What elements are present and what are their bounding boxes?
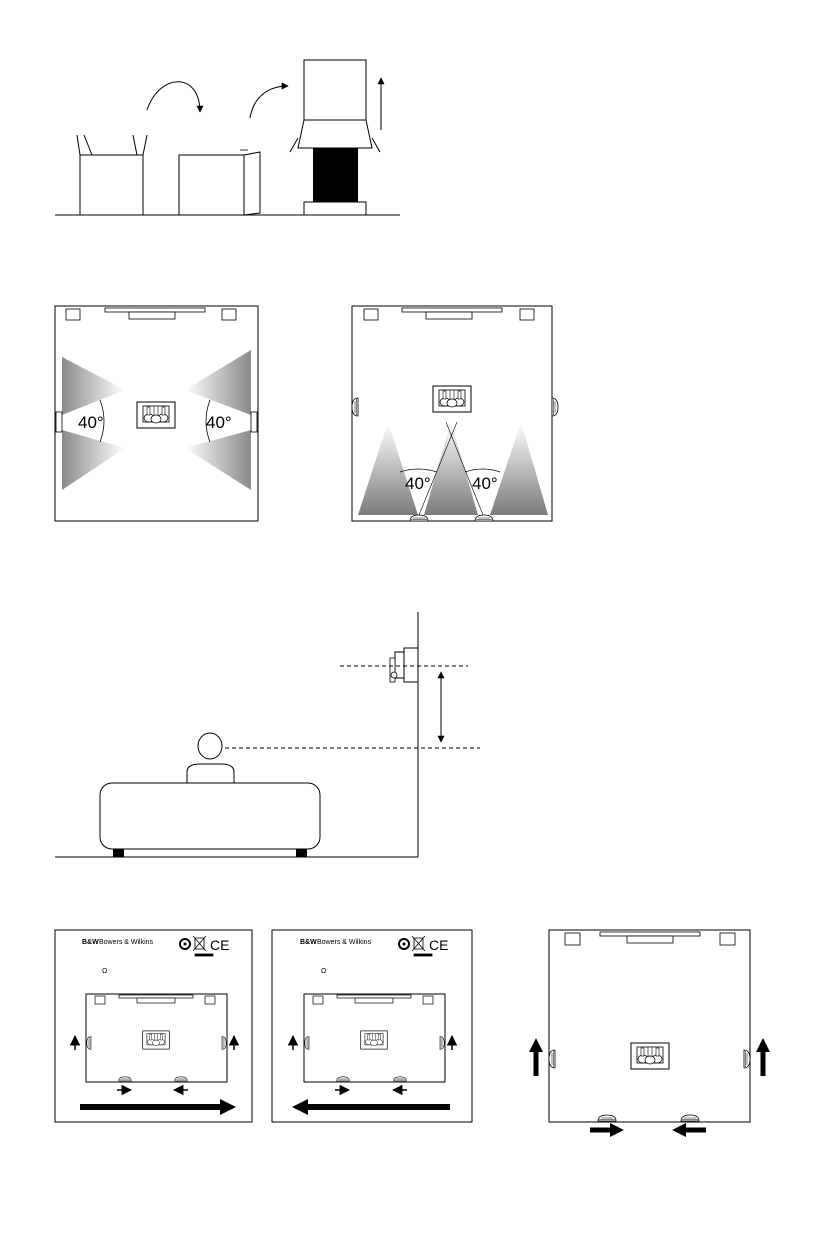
angle-label: 40° bbox=[206, 413, 232, 432]
rear-placement-diagram: 40° 40° bbox=[352, 306, 558, 521]
impedance-symbol: Ω bbox=[321, 968, 326, 975]
brand-logo: B&W bbox=[300, 939, 317, 946]
speaker-orientation-diagram bbox=[529, 930, 770, 1137]
ce-mark: CE bbox=[210, 937, 229, 953]
unpacking-figure bbox=[55, 60, 400, 215]
rear-label-panel-right: B&W Bowers & Wilkins Ω CE bbox=[272, 930, 472, 1122]
brand-logo: B&W bbox=[82, 939, 99, 946]
brand-name: Bowers & Wilkins bbox=[99, 939, 154, 946]
impedance-symbol: Ω bbox=[102, 968, 107, 975]
mounting-height-diagram bbox=[55, 612, 480, 857]
side-placement-diagram: 40° 40° bbox=[55, 306, 258, 521]
rear-label-panel-left: B&W Bowers & Wilkins Ω CE bbox=[55, 930, 252, 1122]
angle-label: 40° bbox=[78, 413, 104, 432]
angle-label: 40° bbox=[472, 474, 498, 493]
brand-name: Bowers & Wilkins bbox=[317, 939, 372, 946]
ce-mark: CE bbox=[429, 937, 448, 953]
angle-label: 40° bbox=[405, 474, 431, 493]
